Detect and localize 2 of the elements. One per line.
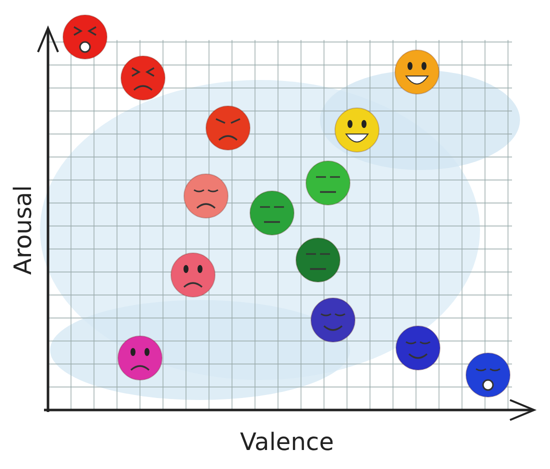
axis-label: Valence <box>240 430 334 454</box>
axis-label: Arousal <box>10 185 35 275</box>
